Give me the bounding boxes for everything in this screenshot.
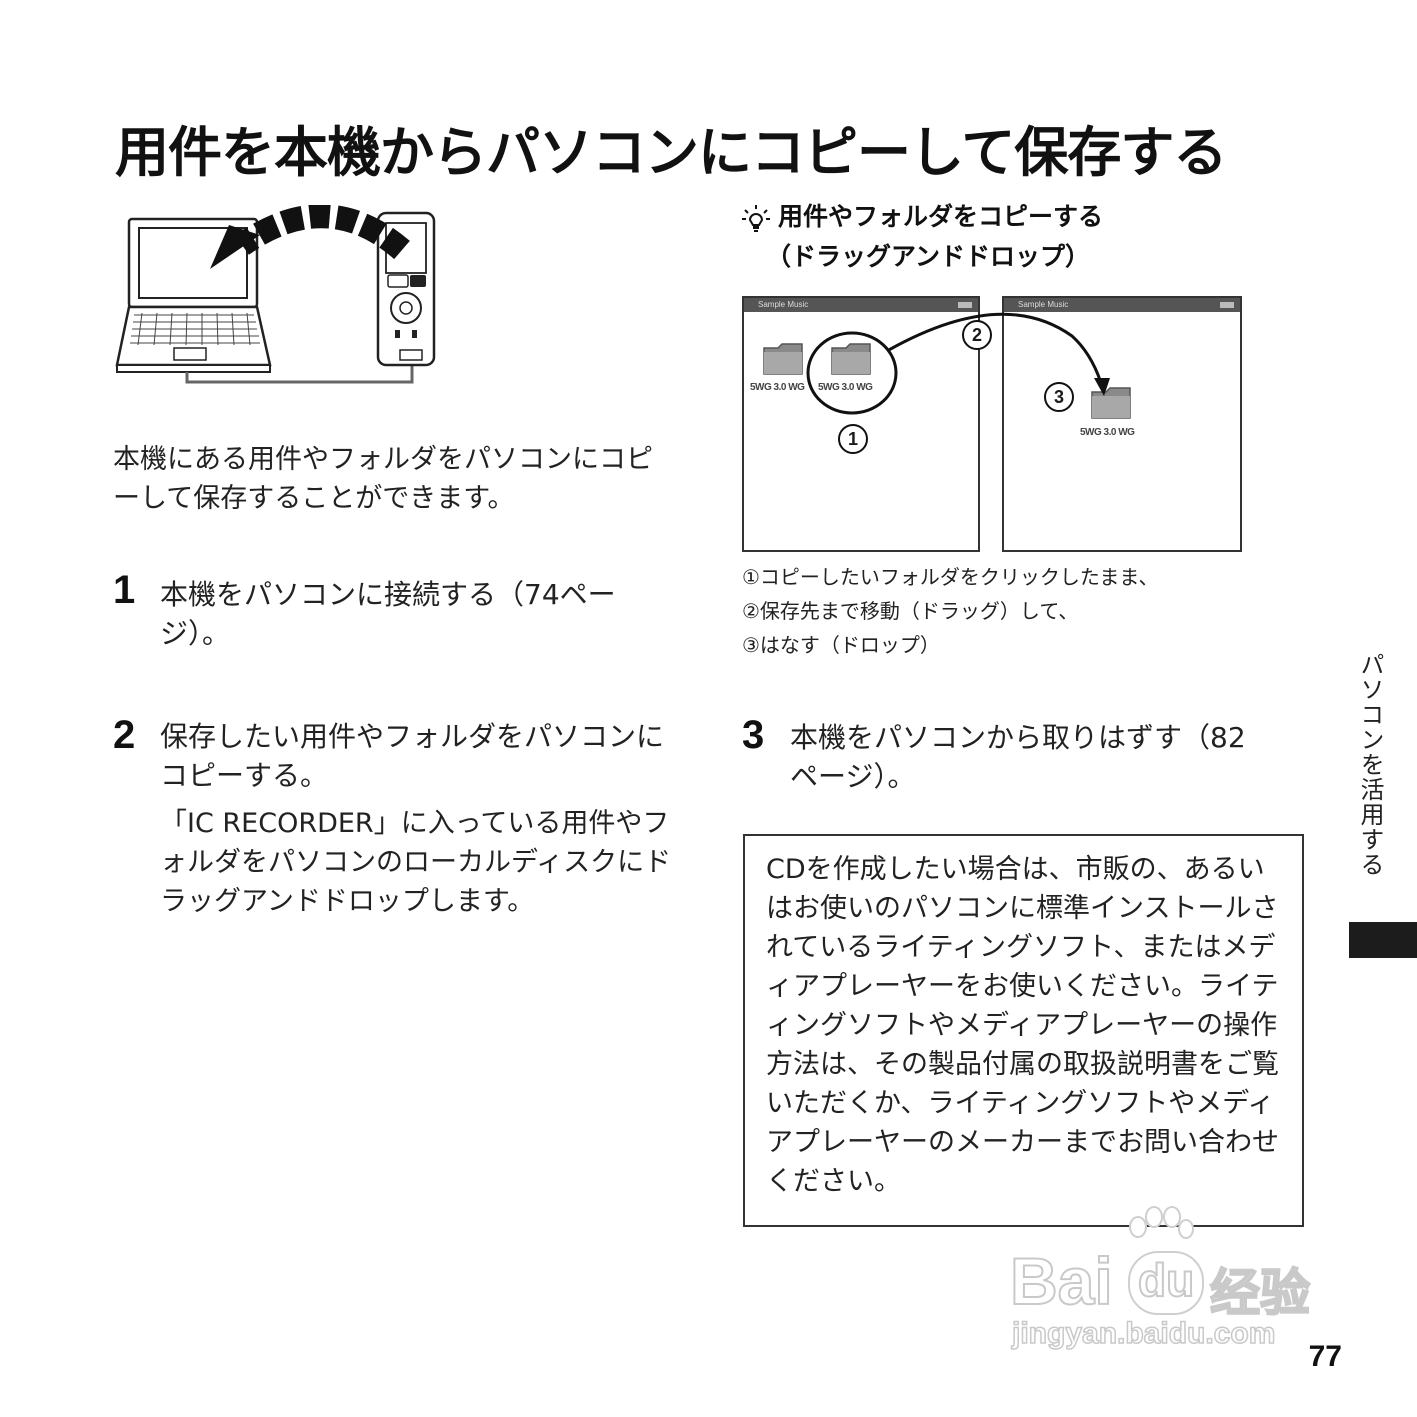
tip-heading-line2: （ドラッグアンドドロップ）	[766, 242, 1091, 271]
intro-paragraph: 本機にある用件やフォルダをパソコンにコピーして保存することができます。	[113, 444, 653, 514]
window-titlebar: Sample Music	[744, 298, 978, 312]
watermark-badge	[1128, 1251, 1204, 1315]
window-title: Sample Music	[758, 300, 809, 309]
step-2-number: 2	[113, 713, 136, 757]
watermark-url: jingyan.baidu.com	[1011, 1316, 1276, 1351]
watermark: Bai du 经验 jingyan.baidu.com	[1009, 1205, 1340, 1365]
step-2-text: 保存したい用件やフォルダをパソコンにコピーする。	[160, 720, 665, 792]
note-box	[743, 834, 1304, 1227]
caption-2: ②保存先まで移動（ドラッグ）して、	[742, 599, 1079, 623]
folder-label: 5WG 3.0 WG	[818, 382, 873, 393]
page-number: 77	[1308, 1340, 1342, 1373]
folder-icon	[763, 343, 803, 375]
step-3-number: 3	[742, 713, 765, 757]
step-1-number: 1	[113, 568, 136, 612]
note-text: CDを作成したい場合は、市販の、あるいはお使いのパソコンに標準インストールされて…	[766, 854, 1279, 1197]
window-control-icon	[958, 302, 972, 308]
marker-3: 3	[1044, 382, 1074, 412]
drag-arrow	[806, 312, 1110, 415]
window-control-icon	[1220, 302, 1234, 308]
watermark-cn: 经验	[1209, 1263, 1311, 1323]
marker-2: 2	[962, 320, 992, 350]
caption-1: ①コピーしたいフォルダをクリックしたまま、	[742, 565, 1159, 589]
step-2-subtext: 「IC RECORDER」に入っている用件やフォルダをパソコンのローカルディスク…	[160, 808, 672, 917]
source-window: Sample Music	[742, 296, 980, 552]
paw-icon	[1129, 1206, 1194, 1239]
side-tab-label: パソコンを活用する	[1356, 652, 1384, 877]
watermark-brand: Bai	[1009, 1243, 1114, 1319]
lightbulb-icon	[742, 205, 770, 232]
folder-label: 5WG 3.0 WG	[750, 382, 805, 393]
folder-icon	[1091, 387, 1131, 419]
marker-1: 1	[838, 424, 868, 454]
page-title: 用件を本機からパソコンにコピーして保存する	[115, 121, 1227, 184]
side-tab-marker	[1349, 922, 1417, 958]
watermark-du: du	[1137, 1253, 1195, 1307]
drag-drop-diagram: Sample Music Sample Music 5WG 3.0 WG 5WG…	[742, 296, 1242, 554]
window-titlebar: Sample Music	[1004, 298, 1240, 312]
laptop-recorder-illustration	[115, 205, 436, 384]
step-1-text: 本機をパソコンに接続する（74ページ）。	[160, 578, 616, 650]
caption-3: ③はなす（ドロップ）	[742, 633, 940, 657]
window-title: Sample Music	[1018, 300, 1069, 309]
folder-label: 5WG 3.0 WG	[1080, 427, 1135, 438]
folder-icon	[831, 343, 871, 375]
step-3-text: 本機をパソコンから取りはずす（82ページ）。	[790, 721, 1246, 793]
destination-window: Sample Music	[1002, 296, 1242, 552]
tip-heading-line1: 用件やフォルダをコピーする	[778, 202, 1104, 231]
